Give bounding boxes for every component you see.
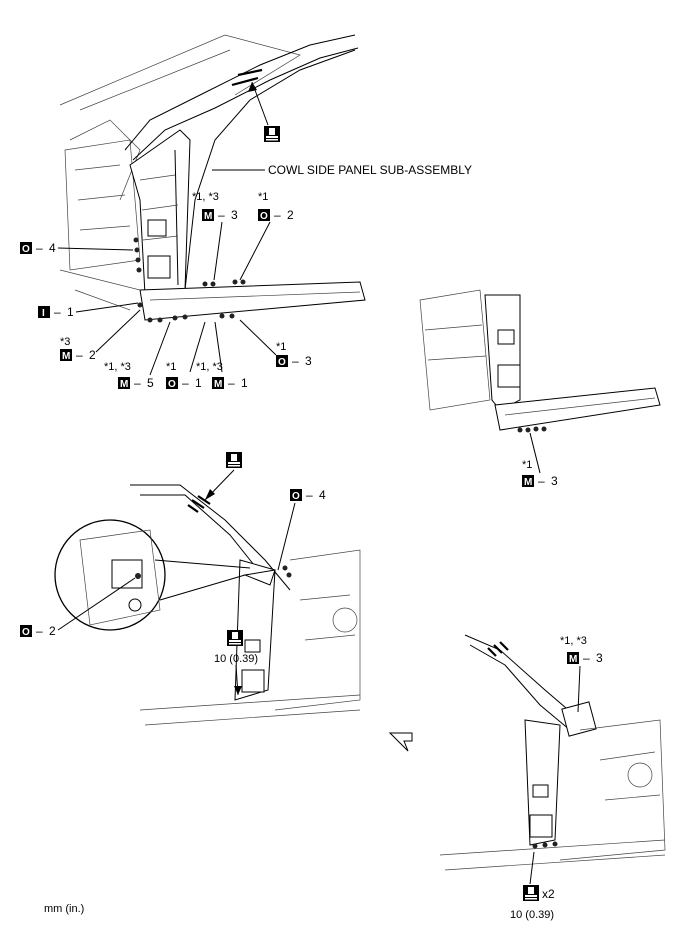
- callout-m3-note: *1, *3: [192, 191, 219, 203]
- svg-text:*1: *1: [166, 361, 176, 373]
- weld-spots-lr: [532, 841, 558, 849]
- callout-m1-num: 1: [241, 376, 248, 390]
- svg-text:–: –: [54, 305, 61, 319]
- svg-text:*1: *1: [258, 191, 268, 203]
- svg-text:–: –: [36, 624, 43, 638]
- sealer-application-icon: [227, 630, 243, 646]
- svg-text:–: –: [583, 651, 590, 665]
- svg-text:–: –: [134, 376, 141, 390]
- callout-o2-num: 2: [287, 208, 294, 222]
- right-callout-num: 3: [551, 474, 558, 488]
- callout-m2-symbol: M: [62, 351, 70, 362]
- callout-o2-symbol: O: [260, 211, 268, 222]
- weld-spots-ll: [282, 565, 292, 578]
- callout-m1-symbol: M: [214, 379, 222, 390]
- callout-o1-num: 1: [195, 376, 202, 390]
- sealer-application-icon: [264, 126, 280, 142]
- weld-spots-right: [517, 426, 547, 433]
- svg-text:–: –: [36, 241, 43, 255]
- svg-text:*1, *3: *1, *3: [196, 361, 223, 373]
- svg-text:*1, *3: *1, *3: [104, 361, 131, 373]
- callout-m5-num: 5: [147, 376, 154, 390]
- lower-right-view: *1, *3 M – 3 x2 10 (0.39): [439, 634, 666, 921]
- weld-spots-main: [133, 237, 246, 323]
- ll-callout-o4-symbol: O: [292, 491, 300, 502]
- svg-text:*1: *1: [276, 341, 286, 353]
- svg-text:–: –: [182, 376, 189, 390]
- svg-text:–: –: [218, 208, 225, 222]
- callout-o4-symbol: O: [22, 244, 30, 255]
- ll-callout-o2-symbol: O: [22, 627, 30, 638]
- svg-text:–: –: [274, 208, 281, 222]
- callout-i1-num: 1: [67, 305, 74, 319]
- ll-callout-o4-num: 4: [319, 488, 326, 502]
- right-view: *1 M – 3: [419, 289, 661, 488]
- svg-text:–: –: [292, 354, 299, 368]
- callout-i1-symbol: I: [42, 308, 45, 319]
- callout-o3-symbol: O: [278, 357, 286, 368]
- callout-m2-num: 2: [89, 348, 96, 362]
- lr-callout-symbol: M: [569, 654, 577, 665]
- svg-text:*1: *1: [522, 459, 532, 471]
- ll-callout-o2-num: 2: [49, 624, 56, 638]
- svg-text:–: –: [306, 488, 313, 502]
- svg-text:*3: *3: [60, 336, 70, 348]
- svg-text:–: –: [538, 474, 545, 488]
- svg-text:–: –: [228, 376, 235, 390]
- right-callout-symbol: M: [524, 477, 532, 488]
- callout-o3-num: 3: [305, 354, 312, 368]
- lr-dimension: 10 (0.39): [510, 909, 554, 921]
- callout-o4-num: 4: [49, 241, 56, 255]
- callout-m5-symbol: M: [120, 379, 128, 390]
- callout-o1-symbol: O: [168, 379, 176, 390]
- sealer-application-icon: [226, 452, 242, 468]
- units-label: mm (in.): [44, 903, 84, 915]
- lr-callout-num: 3: [596, 651, 603, 665]
- part-label: COWL SIDE PANEL SUB-ASSEMBLY: [268, 163, 472, 177]
- svg-text:*1, *3: *1, *3: [560, 635, 587, 647]
- callout-m3-num: 3: [231, 208, 238, 222]
- lower-left-view: O – 4 O – 2 10 (0.39): [20, 452, 361, 726]
- detail-magnifier: [54, 519, 166, 631]
- main-view: COWL SIDE PANEL SUB-ASSEMBLY *1, *3 M – …: [20, 34, 472, 390]
- lr-multiplier: x2: [542, 887, 555, 901]
- svg-text:–: –: [76, 348, 83, 362]
- sealer-application-icon: [523, 885, 539, 901]
- ll-dimension: 10 (0.39): [214, 653, 258, 665]
- callout-m3-symbol: M: [204, 211, 212, 222]
- view-direction-arrow-icon: [388, 732, 413, 752]
